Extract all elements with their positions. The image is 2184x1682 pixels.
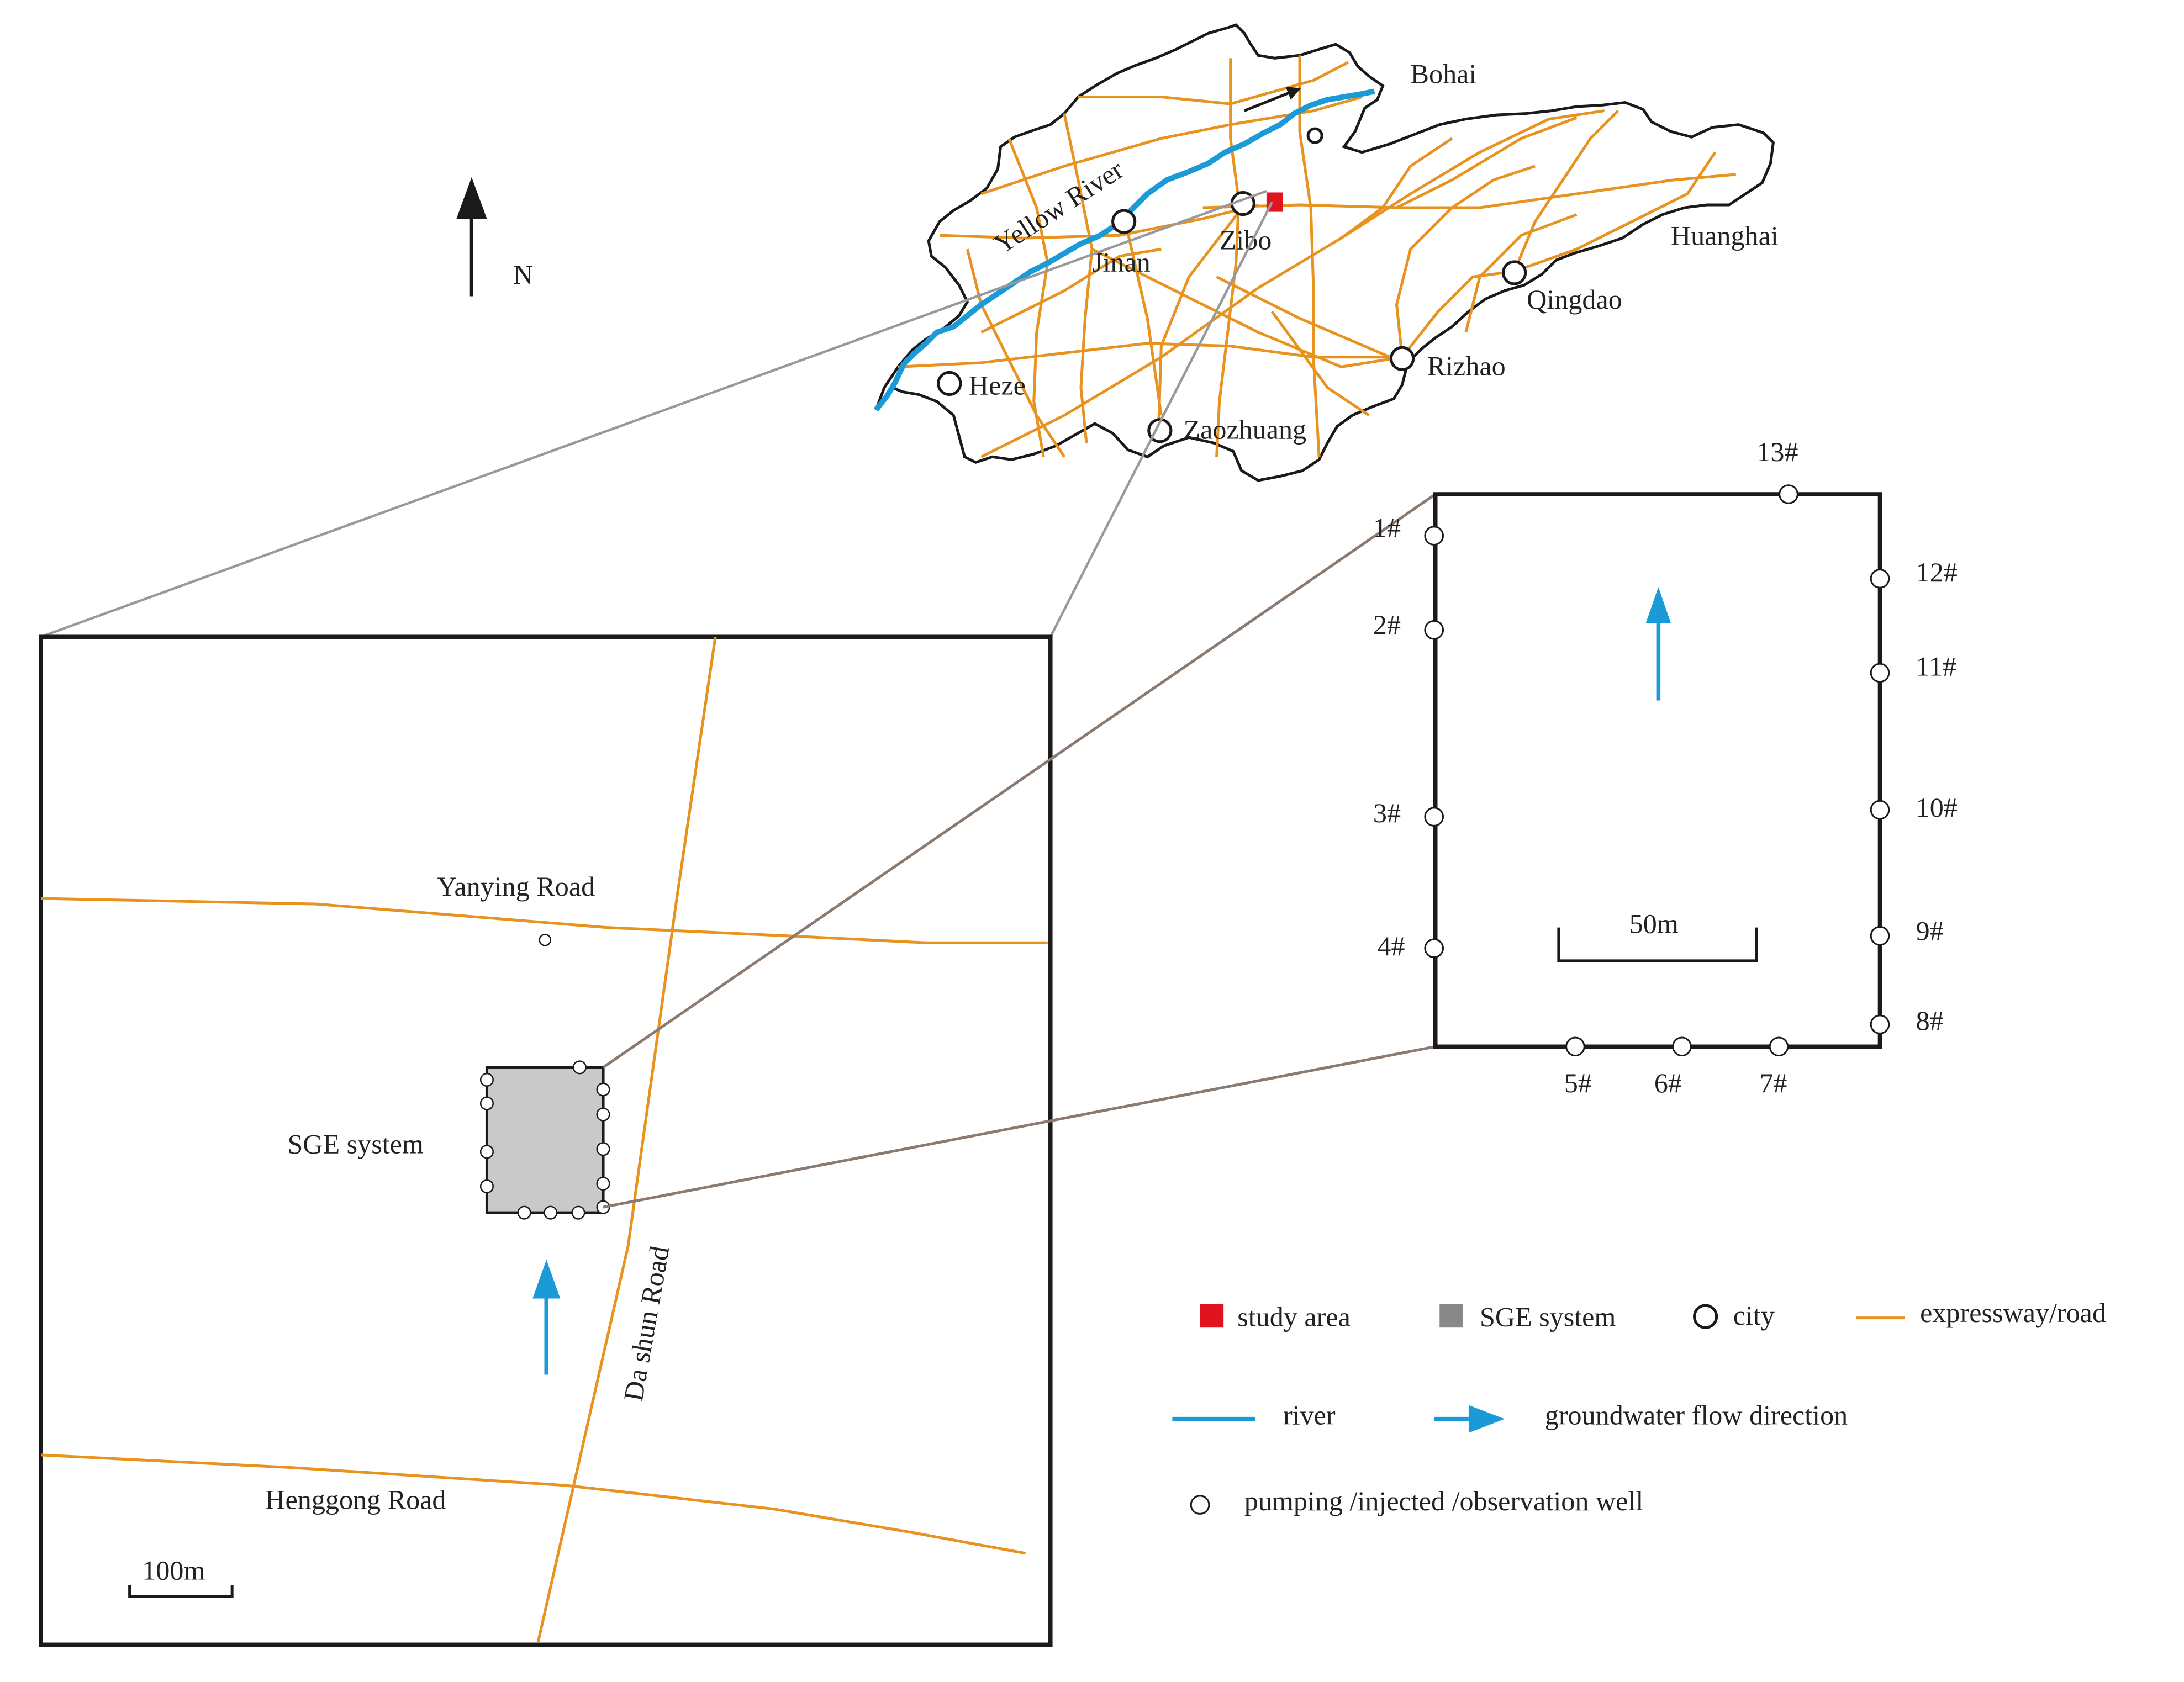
detail-flow-arrow-icon — [1645, 586, 1671, 623]
well-7 — [1769, 1036, 1789, 1057]
sge-system-label: SGE system — [287, 1128, 423, 1159]
city-label-heze: Heze — [969, 369, 1026, 400]
city-marker-rizhao — [1390, 346, 1415, 371]
legend-river-label: river — [1283, 1400, 1336, 1431]
legend-well-icon — [1190, 1495, 1210, 1515]
city-label-zibo: Zibo — [1220, 224, 1272, 255]
detail-wells — [1424, 484, 1890, 1057]
city-markers — [937, 127, 1527, 443]
well-6 — [1672, 1036, 1692, 1057]
city-label-rizhao: Rizhao — [1427, 350, 1506, 381]
well-2 — [1424, 620, 1444, 640]
legend-well-label: pumping /injected /observation well — [1244, 1485, 1643, 1516]
detail-map: 1# 2# 3# 4# 5# 6# 7# 8# 9# 10# 11# 12# 1… — [1373, 436, 1958, 1098]
well-12 — [1870, 569, 1890, 589]
city-label-qingdao: Qingdao — [1527, 284, 1622, 315]
legend-study-area-label: study area — [1237, 1302, 1351, 1332]
dashun-road-line — [536, 636, 717, 1642]
north-label: N — [513, 259, 533, 290]
legend-sge-label: SGE system — [1480, 1302, 1616, 1332]
well-label-10: 10# — [1916, 792, 1958, 823]
road-label-henggong: Henggong Road — [265, 1484, 446, 1515]
well-label-7: 7# — [1759, 1067, 1787, 1098]
well-label-13: 13# — [1756, 436, 1798, 467]
overview-roads — [898, 55, 1736, 458]
north-arrow-icon — [456, 177, 487, 219]
site-scale-label: 100m — [142, 1554, 205, 1585]
detail-scale-label: 50m — [1629, 908, 1679, 939]
legend-study-area-swatch — [1200, 1304, 1224, 1328]
legend-flow-arrow-icon — [1468, 1405, 1505, 1433]
city-label-zaozhuang: Zaozhuang — [1183, 414, 1306, 445]
well-label-2: 2# — [1373, 609, 1401, 640]
sea-label-huanghai: Huanghai — [1671, 220, 1779, 251]
legend-road-label: expressway/road — [1920, 1297, 2106, 1328]
legend-sge-swatch — [1439, 1304, 1463, 1328]
well-13 — [1779, 484, 1798, 504]
detail-flow-arrow — [1645, 586, 1671, 701]
yanying-road-line — [41, 897, 1048, 944]
legend: study area SGE system city expressway/ro… — [1172, 1297, 2106, 1516]
well-4 — [1424, 938, 1444, 959]
well-8 — [1870, 1014, 1890, 1034]
well-label-9: 9# — [1916, 915, 1944, 946]
sge-system-area — [485, 1066, 605, 1214]
detail-scale-bar — [1557, 927, 1758, 962]
road-label-yanying: Yanying Road — [437, 871, 595, 902]
well-3 — [1424, 807, 1444, 827]
river-mouth-arrow — [1243, 87, 1301, 112]
well-label-5: 5# — [1564, 1067, 1592, 1098]
well-label-4: 4# — [1377, 930, 1405, 961]
detail-map-frame — [1433, 492, 1882, 1049]
well-10 — [1870, 800, 1890, 820]
site-map: Yanying Road Da shun Road Henggong Road … — [39, 634, 1053, 1647]
well-5 — [1565, 1036, 1585, 1057]
north-arrow: N — [456, 177, 533, 297]
well-label-1: 1# — [1373, 512, 1401, 543]
well-label-12: 12# — [1916, 557, 1958, 588]
well-label-8: 8# — [1916, 1005, 1944, 1036]
well-9 — [1870, 925, 1890, 946]
detail-leader-lines — [602, 493, 1437, 1209]
well-labels: 1# 2# 3# 4# 5# 6# 7# 8# 9# 10# 11# 12# 1… — [1373, 436, 1958, 1098]
city-marker-qingdao — [1502, 260, 1527, 285]
yellow-river — [873, 88, 1375, 412]
site-flow-arrow — [532, 1260, 561, 1375]
site-roads — [41, 636, 1048, 1642]
overview-leader-lines — [40, 189, 1273, 638]
legend-city-label: city — [1733, 1300, 1775, 1331]
well-11 — [1870, 663, 1890, 683]
legend-city-icon — [1693, 1304, 1718, 1329]
city-marker-heze — [937, 371, 962, 396]
flow-arrow-icon — [532, 1260, 561, 1299]
sea-label-bohai: Bohai — [1411, 58, 1477, 89]
city-marker-jinan — [1111, 209, 1137, 234]
well-label-3: 3# — [1373, 797, 1401, 828]
legend-flow-label: groundwater flow direction — [1545, 1400, 1848, 1431]
observation-well-marker — [539, 933, 552, 946]
province-outline — [874, 23, 1775, 482]
well-label-11: 11# — [1916, 650, 1956, 681]
well-label-6: 6# — [1654, 1067, 1682, 1098]
well-1 — [1424, 526, 1444, 546]
small-town-marker — [1306, 127, 1323, 144]
overview-map: Bohai Huanghai Yellow River Jinan Zibo Q… — [873, 23, 1779, 482]
henggong-road-line — [41, 1453, 1026, 1555]
site-scale-bar — [128, 1585, 234, 1598]
